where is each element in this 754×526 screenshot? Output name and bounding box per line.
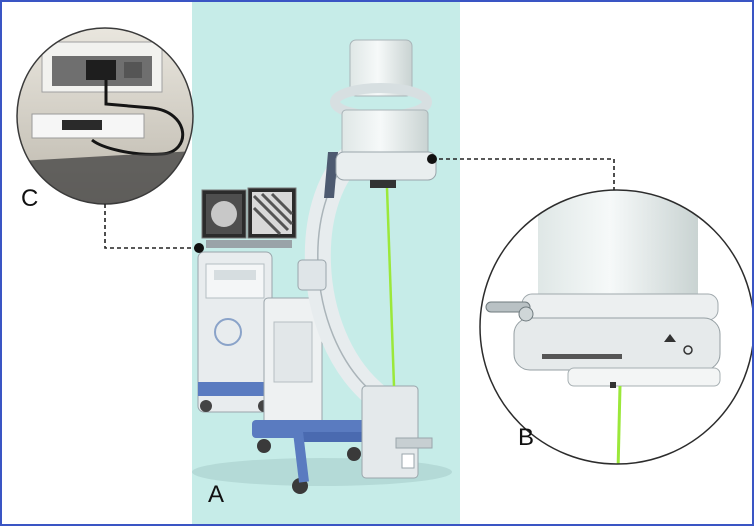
panel-label-a: A [208,481,225,508]
detector-laser-closeup-icon [479,189,752,465]
panel-label-b: B [518,424,535,451]
c-arm-xray-machine-icon [192,39,452,494]
leader-lines [104,158,615,249]
panel-label-c: C [21,185,39,212]
leader-line-c [104,204,198,249]
leader-dot-c [194,243,204,253]
leader-dot-b [427,154,437,164]
leader-line-b [432,158,615,190]
